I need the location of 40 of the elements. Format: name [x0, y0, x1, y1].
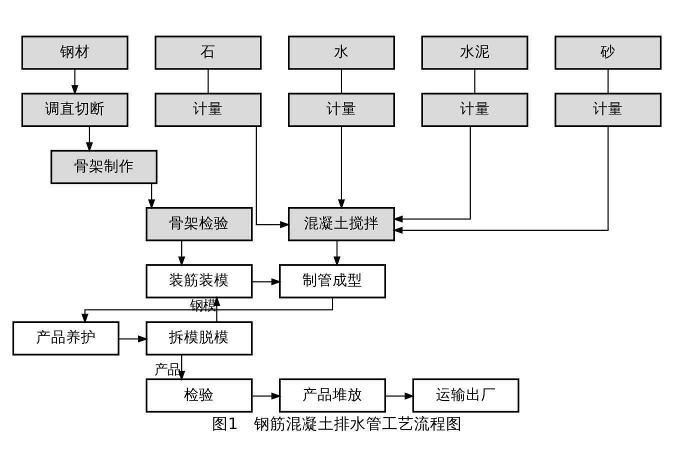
arrow: [252, 278, 282, 285]
arrow: [178, 240, 186, 266]
node-box: 制管成型: [279, 264, 386, 298]
arrow: [256, 126, 290, 228]
node-box: 混凝土搅拌: [288, 206, 395, 241]
node-box: 钢材: [21, 35, 128, 70]
arrow: [392, 126, 471, 222]
node-box: 砂: [554, 35, 662, 70]
node-box: 计量: [288, 92, 395, 126]
connector: [208, 68, 209, 94]
arrow: [338, 126, 346, 209]
node-box: 装筋装模: [146, 264, 253, 298]
node-box: 计量: [421, 92, 528, 126]
arrow: [252, 392, 282, 400]
arrow: [213, 295, 220, 322]
node-box: 调直切断: [21, 92, 128, 126]
arrow: [178, 354, 186, 380]
arrow: [118, 334, 148, 342]
node-box: 石: [154, 35, 262, 70]
node-box: 水: [288, 35, 395, 70]
connector: [608, 68, 609, 94]
node-box: 计量: [554, 92, 662, 126]
connector: [474, 68, 476, 94]
node-box: 检验: [146, 378, 253, 412]
node-box: 骨架检验: [146, 206, 253, 241]
arrow: [385, 392, 415, 400]
node-box: 骨架制作: [50, 149, 158, 184]
connector: [340, 68, 342, 94]
node-box: 运输出厂: [412, 378, 520, 412]
caption: 图1 钢筋混凝土排水管工艺流程图: [212, 413, 462, 432]
node-box: 计量: [154, 92, 262, 126]
node-box: 水泥: [421, 35, 528, 70]
arrow: [148, 183, 156, 210]
node-box: 产品堆放: [279, 378, 386, 412]
node-box: 拆模脱模: [146, 320, 253, 355]
arrow: [86, 126, 93, 152]
node-box: 产品养护: [12, 320, 120, 355]
arrow: [333, 240, 341, 266]
arrow: [392, 126, 609, 234]
arrow: [71, 68, 78, 95]
